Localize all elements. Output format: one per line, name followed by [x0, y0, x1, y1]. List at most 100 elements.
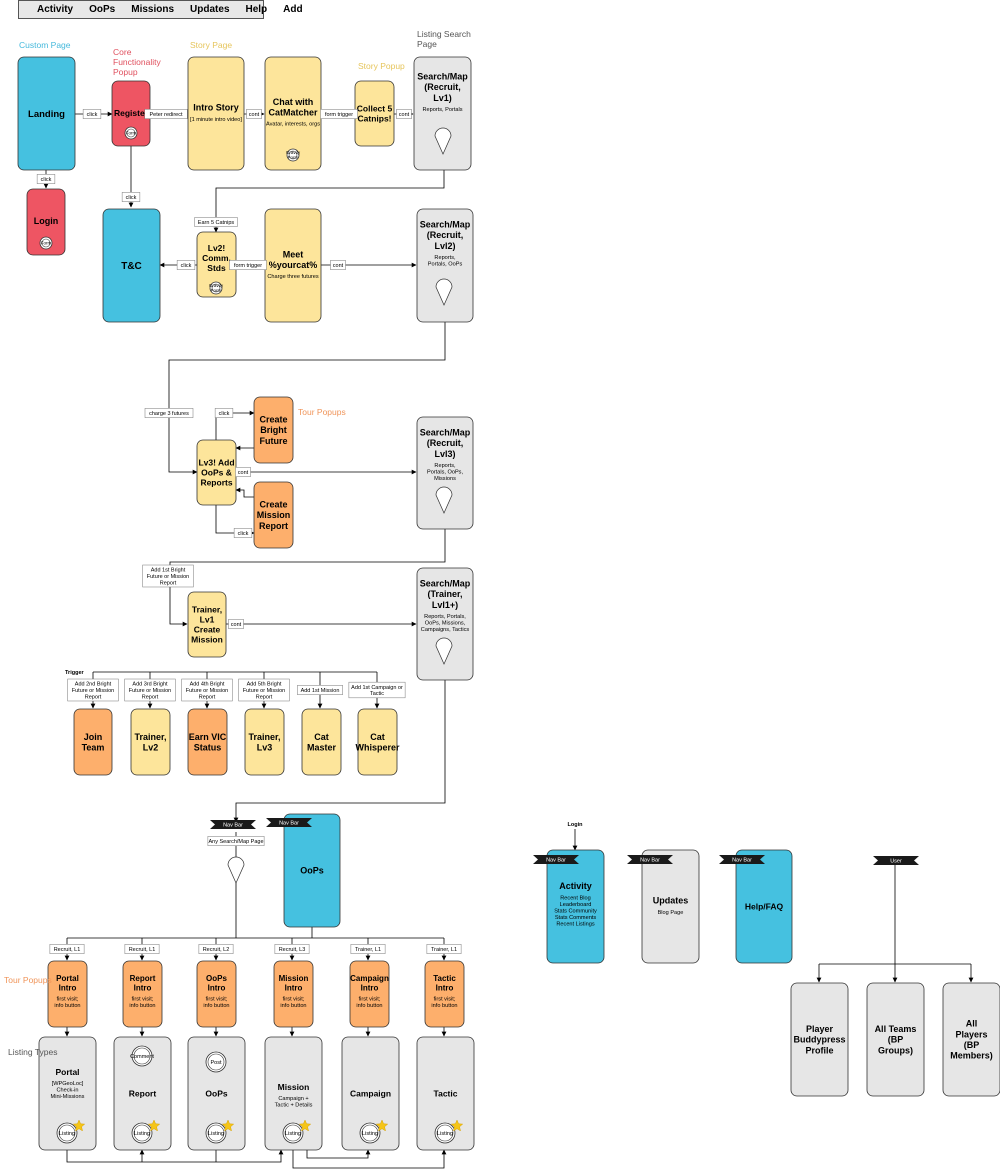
cat-whisperer-popup[interactable] — [357, 708, 398, 776]
pin-lv1 — [434, 127, 452, 155]
search-map-trainer-subtitle: Reports, Portals,OoPs, Missions,Campaign… — [421, 614, 470, 633]
lbl-add1st-box — [142, 564, 194, 588]
navtag-updates-label: Nav Bar — [640, 857, 660, 863]
navtag-search — [210, 820, 256, 829]
search-map-lv2-subtitle: Reports,Portals, OoPs — [428, 255, 463, 268]
listing-report: Listing — [134, 1131, 150, 1137]
listing-type-report[interactable] — [113, 1036, 172, 1151]
lbl-earn5: Earn 5 Catnips — [198, 220, 235, 226]
landing-page[interactable] — [17, 56, 76, 171]
nav-activity[interactable]: Activity — [37, 4, 74, 15]
listing-type-mission[interactable] — [264, 1036, 323, 1151]
updates-page[interactable] — [641, 849, 700, 964]
navtag-help — [719, 855, 765, 864]
lbl-landing-click: click — [87, 112, 98, 118]
report-comment-inner — [133, 1047, 151, 1065]
listing-oops: Listing — [208, 1131, 224, 1137]
trainer-lv3-popup[interactable] — [244, 708, 285, 776]
search-map-lv3[interactable] — [416, 416, 474, 530]
lbl-intro-4: Trainer, L1 — [355, 947, 381, 953]
lbl-intro-3-box — [274, 944, 310, 954]
listing-portal-outer[interactable] — [56, 1122, 78, 1144]
cat-story-popup: Story Popup — [358, 61, 405, 71]
nav-add[interactable]: Add — [283, 4, 303, 15]
nav-oops[interactable]: OoPs — [89, 4, 116, 15]
tactic-intro-popup[interactable] — [424, 960, 465, 1028]
oops-intro-popup[interactable] — [196, 960, 237, 1028]
search-map-lv2[interactable] — [416, 208, 474, 323]
portal-intro-popup[interactable] — [47, 960, 88, 1028]
listing-tactic: Listing — [437, 1131, 453, 1137]
tc-page[interactable] — [102, 208, 161, 323]
chat-page-subtitle: Avatar, interests, orgs — [266, 122, 320, 128]
listing-tactic-inner — [436, 1124, 454, 1142]
listing-mission-outer[interactable] — [282, 1122, 304, 1144]
lbl-intro-cont-box — [246, 109, 262, 119]
lbl-mission-click: click — [238, 531, 249, 537]
intro-story-page[interactable] — [187, 56, 245, 171]
activity-page[interactable] — [546, 849, 605, 964]
report-comment-outer[interactable] — [131, 1045, 153, 1067]
lbl-meet-form: form trigger — [234, 263, 262, 269]
all-teams-page[interactable] — [866, 982, 925, 1097]
lbl-chat-form-box — [320, 109, 358, 119]
nav-updates[interactable]: Updates — [190, 4, 230, 15]
lbl-meet-form-box — [229, 260, 267, 270]
oops-page[interactable] — [283, 813, 341, 928]
register-form-inner — [126, 128, 136, 138]
navtag-help-label: Nav Bar — [732, 857, 752, 863]
earn-vic-popup[interactable] — [187, 708, 228, 776]
create-mission-popup[interactable] — [253, 481, 294, 549]
all-players-page[interactable] — [942, 982, 1000, 1097]
listing-type-tactic[interactable] — [416, 1036, 475, 1151]
help-page[interactable] — [735, 849, 793, 964]
nav-missions[interactable]: Missions — [131, 4, 175, 15]
lbl-add2nd-box — [67, 678, 119, 702]
cat-tour-popups-2: Tour Popups — [4, 975, 52, 985]
landing-page-title: Landing — [28, 109, 65, 120]
trainer-lv2-popup-title: Trainer,Lv2 — [134, 732, 166, 753]
oops-post-outer[interactable] — [205, 1051, 227, 1073]
cat-master-popup[interactable] — [301, 708, 342, 776]
join-team-popup[interactable] — [73, 708, 113, 776]
conn-listing-bottom-4 — [292, 1149, 447, 1169]
search-map-lv3-subtitle: Reports,Portals, OoPs,Missions — [427, 463, 464, 482]
lbl-charge3: charge 3 futures — [149, 411, 189, 417]
lbl-peter-redirect: Peter redirect — [149, 112, 182, 118]
player-profile-page[interactable] — [790, 982, 849, 1097]
campaign-intro-popup[interactable] — [349, 960, 390, 1028]
pin-trainer — [435, 637, 453, 665]
cat-tour-popups: Tour Popups — [298, 407, 346, 417]
trainer-lv1-popup[interactable] — [187, 591, 227, 658]
report-intro-popup[interactable] — [122, 960, 163, 1028]
lbl-meet-cont: cont — [333, 263, 344, 269]
search-map-lv1[interactable] — [413, 56, 472, 171]
listing-oops-outer[interactable] — [205, 1122, 227, 1144]
listing-report-outer[interactable] — [131, 1122, 153, 1144]
listing-type-campaign[interactable] — [341, 1036, 400, 1151]
lbl-meet-cont-box — [330, 260, 346, 270]
nav-help[interactable]: Help — [245, 4, 268, 15]
login-popup[interactable] — [26, 188, 66, 256]
listing-type-portal[interactable] — [38, 1036, 97, 1151]
listing-tactic-outer[interactable] — [434, 1122, 456, 1144]
listing-type-oops[interactable] — [187, 1036, 246, 1151]
search-map-lv1-title: Search/Map(Recruit,Lv1) — [417, 72, 468, 103]
create-bright-popup[interactable] — [253, 396, 294, 464]
mission-intro-popup[interactable] — [273, 960, 314, 1028]
listing-campaign-outer[interactable] — [359, 1122, 381, 1144]
search-map-trainer[interactable] — [416, 567, 474, 681]
trainer-lv2-popup[interactable] — [130, 708, 171, 776]
